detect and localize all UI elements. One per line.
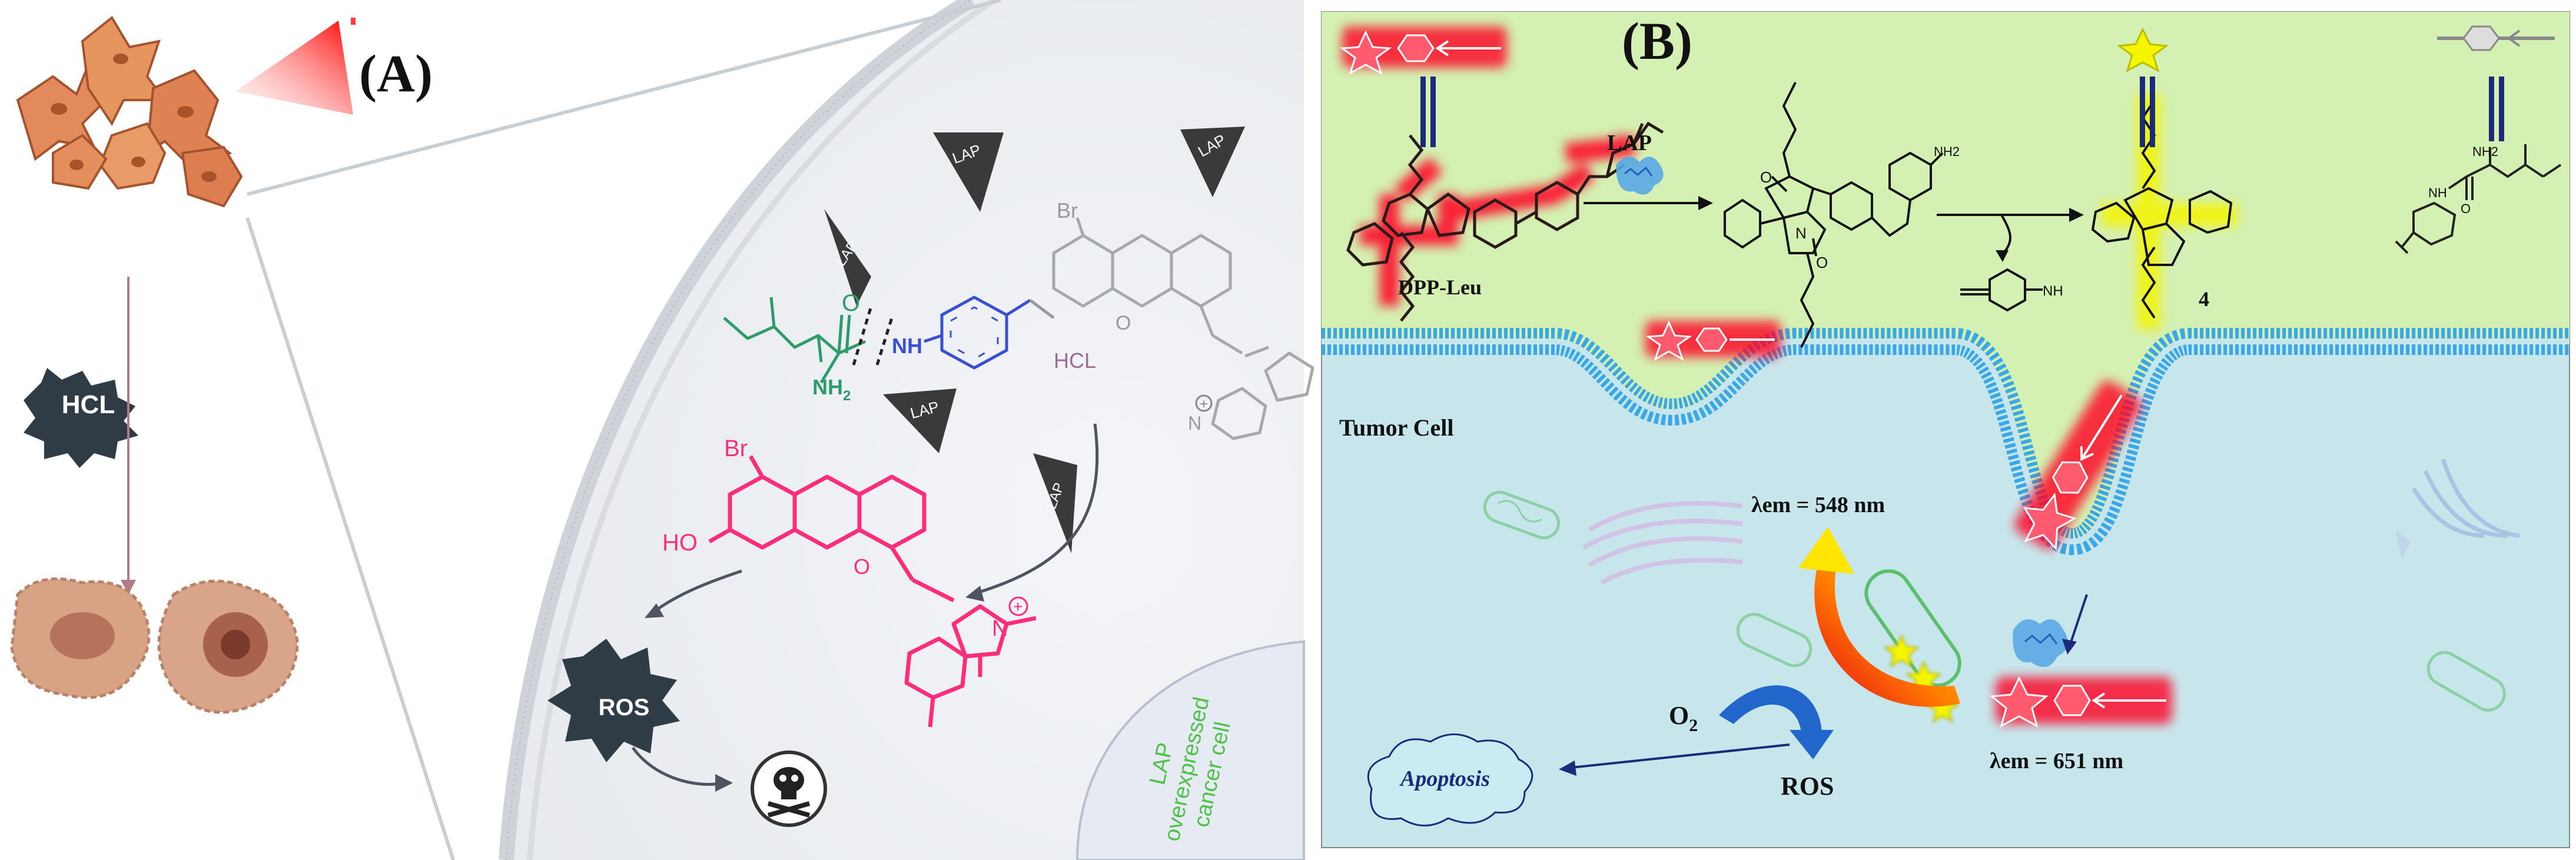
lap-enzyme-4: LAP — [883, 389, 957, 453]
product-4-molecule — [2091, 94, 2237, 330]
dpp-leu-label: DPP-Leu — [1398, 275, 1482, 299]
oxygen-label-pink: O — [854, 554, 870, 579]
br-label-bottom: Br — [724, 436, 748, 461]
panel-a-label: (A) — [359, 45, 433, 103]
equals-bar-3a — [2489, 77, 2494, 141]
quinone-imine-byproduct — [1960, 268, 2043, 312]
leucine-aniline-structure — [2395, 144, 2562, 254]
equals-bar-2a — [2140, 77, 2145, 147]
hcl-badge-text: HCL — [62, 390, 115, 419]
lambda-651-label: λem = 651 nm — [1990, 749, 2123, 773]
probe-hcl-label: HCL — [1054, 348, 1096, 373]
nh2-label: NH2 — [1934, 144, 1960, 159]
lap-enzyme-5: LAP — [1033, 453, 1077, 553]
yellow-star-icon — [2116, 27, 2169, 73]
o2-label: O2 — [1669, 701, 1698, 735]
equals-bar-1b — [1430, 77, 1436, 147]
ketone-label: O — [842, 290, 860, 316]
product-4-label: 4 — [2199, 287, 2209, 311]
ros-badge — [547, 639, 680, 762]
panel-a: (A) HCL LAP LAP LAP LAP — [10, 0, 1314, 860]
lap-cancer-cell — [1075, 640, 1305, 860]
lap-enzyme-1: LAP — [933, 132, 1004, 212]
arrow-to-death — [631, 746, 725, 786]
lambda-548-label: λem = 548 nm — [1751, 493, 1885, 517]
equals-bar-3b — [2499, 77, 2504, 141]
apoptosis-cloud — [1367, 733, 1533, 826]
dpp-leu-molecule — [1346, 121, 1664, 322]
o2-to-ros-arrow — [1719, 685, 1822, 733]
arrow-to-apoptosis — [1565, 743, 1790, 769]
zoom-line-bottom — [245, 217, 455, 860]
panel-b: (B) — [1321, 11, 2570, 848]
nh-byproduct-label: NH — [2043, 283, 2063, 299]
intermediate-n: N — [1795, 224, 1807, 242]
oxygen-label: O — [1116, 312, 1131, 334]
arrow-activation — [971, 423, 1099, 596]
zoom-line-top — [247, 0, 1001, 196]
organelles — [1483, 458, 2520, 712]
cancer-cell-cluster — [16, 16, 243, 208]
probe-on-membrane — [1645, 320, 1781, 361]
n-label-bottom: N — [992, 616, 1008, 641]
equals-bar-1a — [1420, 77, 1426, 147]
aniline-nh2-label: NH2 — [2472, 144, 2498, 159]
emission-shift-arrow — [1814, 559, 1960, 707]
membrane-inner — [527, 0, 997, 860]
skull-icon — [751, 751, 827, 827]
arrow-head — [121, 580, 136, 595]
arrow-to-ros — [652, 569, 742, 614]
amine-label: NH2 — [812, 375, 851, 404]
intermediate-o-bottom: O — [1816, 254, 1828, 271]
plus-charge-top: + — [1200, 396, 1208, 412]
apoptosis-label: Apoptosis — [1399, 766, 1490, 791]
activated-dye-molecule — [708, 455, 1037, 728]
aniline-nh-label: NH — [2428, 185, 2447, 200]
hcl-badge — [24, 368, 138, 468]
laser-beam — [235, 21, 353, 115]
lap-enzyme-2: LAP — [1180, 127, 1245, 197]
panel-b-label: (B) — [1622, 12, 1692, 71]
ros-label: ROS — [1781, 772, 1834, 801]
probe-hcl-molecule: O NH2 NH Br O HCL — [723, 198, 1314, 440]
intermediate-molecule — [1724, 82, 1944, 348]
o2-to-ros-arrowhead — [1790, 730, 1834, 759]
tumor-cell-label: Tumor Cell — [1339, 414, 1453, 441]
emission-shift-arrowhead — [1798, 527, 1854, 574]
ho-label: HO — [662, 530, 698, 556]
laser-dot — [351, 18, 356, 25]
ros-badge-text: ROS — [599, 695, 650, 720]
lap-enzyme-intracellular — [2013, 619, 2068, 667]
probe-entering-cell — [2014, 380, 2142, 551]
probe-inside-cell — [1990, 676, 2172, 728]
plus-charge-bottom: + — [1013, 597, 1023, 616]
intermediate-o-top: O — [1760, 168, 1772, 186]
br-label-top: Br — [1057, 198, 1078, 223]
n-label-top: N — [1188, 413, 1201, 434]
arrow-internalization — [2068, 594, 2088, 648]
lap-enzyme-icon — [1616, 157, 1664, 195]
lap-label: LAP — [1607, 131, 1652, 155]
probe-icon-top — [1339, 26, 1507, 75]
membrane-core — [1322, 338, 2570, 545]
equals-bar-2b — [2150, 77, 2155, 147]
dead-cells — [10, 577, 299, 714]
aniline-o-label: O — [2461, 201, 2471, 216]
cell-membrane — [499, 0, 975, 860]
linker-icon — [2437, 25, 2555, 51]
cell-interior — [506, 0, 1304, 860]
amide-label: NH — [892, 334, 922, 358]
mitochondrion-product — [1864, 569, 1961, 723]
